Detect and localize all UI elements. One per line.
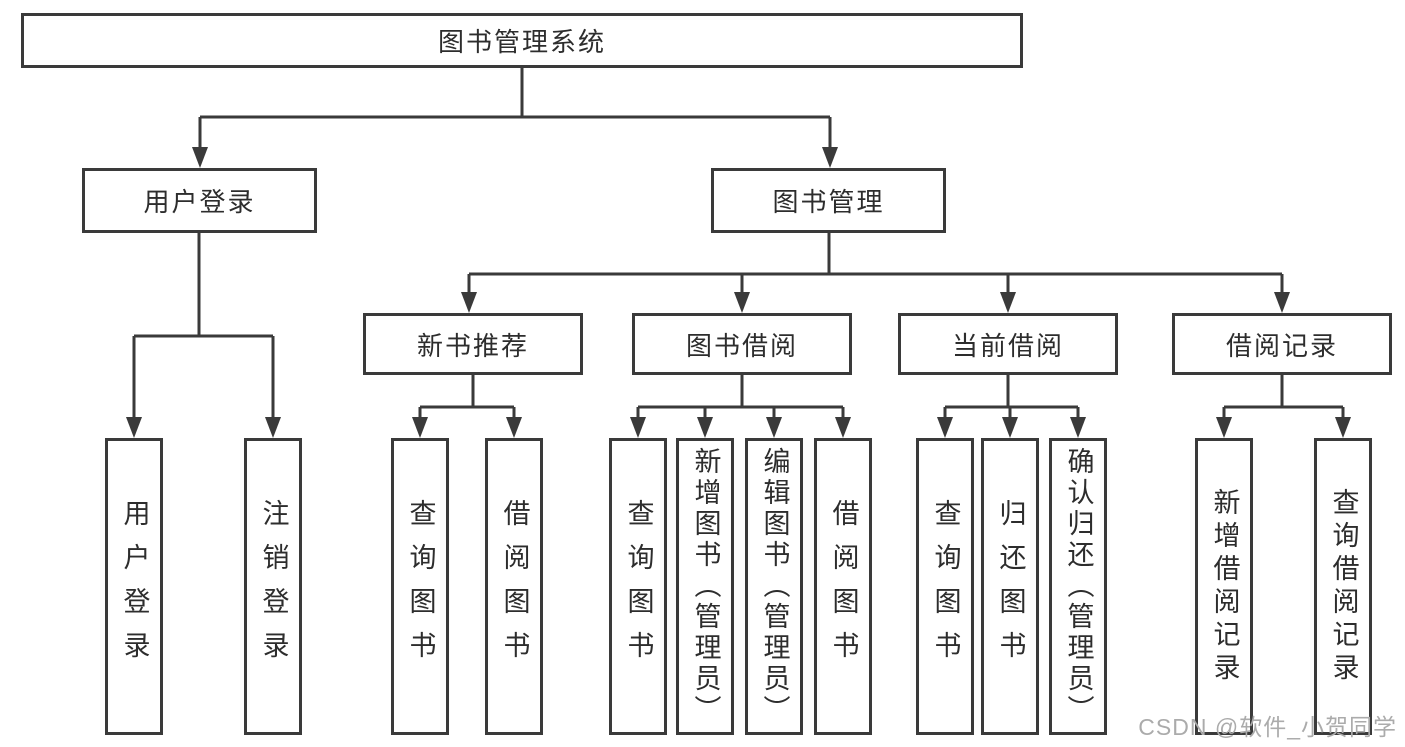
node-root-system: 图书管理系统 — [21, 13, 1023, 68]
node-book-mgmt: 图书管理 — [711, 168, 946, 233]
leaf-label: 归还图书 — [995, 498, 1026, 675]
node-leaf-add-books-admin: 新增图书（管理员） — [676, 438, 734, 735]
leaf-label: 查询图书 — [930, 498, 961, 675]
node-leaf-edit-books-admin: 编辑图书（管理员） — [745, 438, 803, 735]
node-new-book-rec-label: 新书推荐 — [416, 330, 529, 361]
node-book-mgmt-label: 图书管理 — [772, 187, 885, 217]
edge-current-borrow-to-leaves — [943, 375, 1080, 418]
leaf-label: 查询图书 — [405, 498, 436, 675]
node-leaf-borrow-books-borrow: 借阅图书 — [814, 438, 872, 735]
node-leaf-query-books-borrow: 查询图书 — [609, 438, 667, 735]
edge-book-borrow-to-leaves — [636, 375, 845, 418]
csdn-watermark: CSDN @软件_小贺同学 — [1138, 714, 1397, 740]
edge-borrow-record-to-leaves — [1222, 375, 1345, 418]
node-user-login: 用户登录 — [82, 168, 317, 233]
node-leaf-add-borrow-record: 新增借阅记录 — [1195, 438, 1253, 735]
leaf-label: 查询借阅记录 — [1328, 487, 1359, 686]
leaf-label: 用户登录 — [119, 498, 150, 675]
node-book-borrow-label: 图书借阅 — [685, 330, 798, 361]
node-leaf-borrow-books-newrec: 借阅图书 — [485, 438, 543, 735]
node-book-borrow: 图书借阅 — [632, 313, 852, 375]
node-root-label: 图书管理系统 — [437, 27, 606, 57]
node-current-borrow-label: 当前借阅 — [951, 330, 1064, 361]
node-leaf-confirm-return-admin: 确认归还（管理员） — [1049, 438, 1107, 735]
leaf-label: 编辑图书（管理员） — [759, 447, 790, 726]
node-leaf-user-login: 用户登录 — [105, 438, 163, 735]
node-leaf-logout-login: 注销登录 — [244, 438, 302, 735]
node-borrow-record: 借阅记录 — [1172, 313, 1392, 375]
leaf-label: 借阅图书 — [828, 498, 859, 675]
node-leaf-query-borrow-record: 查询借阅记录 — [1314, 438, 1372, 735]
edge-book-mgmt-to-level3 — [467, 232, 1284, 293]
node-borrow-record-label: 借阅记录 — [1225, 330, 1338, 361]
leaf-label: 新增图书（管理员） — [690, 447, 721, 726]
leaf-label: 确认归还（管理员） — [1063, 447, 1094, 726]
leaf-label: 新增借阅记录 — [1209, 487, 1240, 686]
edge-new-book-to-leaves — [418, 375, 516, 418]
node-leaf-query-books-current: 查询图书 — [916, 438, 974, 735]
node-user-login-label: 用户登录 — [143, 187, 256, 217]
leaf-label: 查询图书 — [623, 498, 654, 675]
leaf-label: 借阅图书 — [499, 498, 530, 675]
edge-root-to-level2 — [198, 68, 832, 148]
leaf-label: 注销登录 — [258, 498, 289, 675]
edge-user-login-to-leaves — [132, 232, 275, 418]
node-leaf-return-books: 归还图书 — [981, 438, 1039, 735]
node-current-borrow: 当前借阅 — [898, 313, 1118, 375]
node-new-book-rec: 新书推荐 — [363, 313, 583, 375]
node-leaf-query-books-newrec: 查询图书 — [391, 438, 449, 735]
